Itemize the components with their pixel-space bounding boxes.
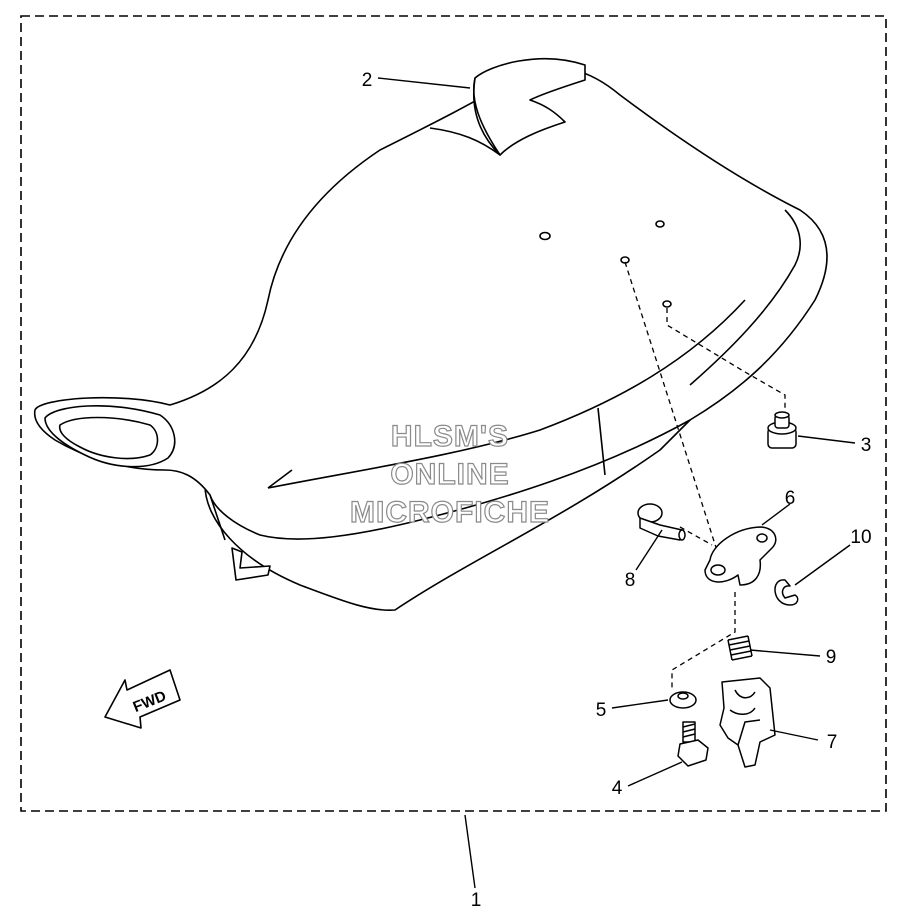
callout-6: 6 <box>785 488 796 509</box>
callout-3: 3 <box>861 435 872 456</box>
callout-1: 1 <box>471 890 482 911</box>
clip-part-10 <box>774 579 799 606</box>
lock-body-part-7 <box>719 677 776 768</box>
assembly-boundary <box>20 15 887 812</box>
callout-2: 2 <box>362 70 373 91</box>
forward-direction-arrow: FWD <box>104 669 181 729</box>
bolt-part-4 <box>677 721 709 767</box>
seat-bracket <box>231 547 271 581</box>
watermark-line-1: HLSM'S <box>391 420 509 453</box>
callout-numbers: 1 2 3 4 5 6 7 8 9 10 <box>362 70 872 911</box>
washer-part-5 <box>669 691 697 709</box>
seat-strap <box>472 57 586 156</box>
spring-part-9 <box>727 635 753 661</box>
watermark-line-3: MICROFICHE <box>350 496 550 529</box>
callout-7: 7 <box>827 732 838 753</box>
seat-assembly <box>33 57 828 612</box>
watermark-line-2: ONLINE <box>390 458 509 491</box>
watermark: HLSM'S ONLINE MICROFICHE <box>349 419 550 529</box>
callout-10: 10 <box>850 527 871 548</box>
bolt-part-8 <box>637 503 686 541</box>
callout-8: 8 <box>625 570 636 591</box>
leader-lines <box>377 77 856 889</box>
damper-part-3 <box>767 411 797 449</box>
callout-5: 5 <box>596 700 607 721</box>
alignment-lines <box>624 261 786 690</box>
hook-bracket-part-6 <box>704 526 777 586</box>
callout-4: 4 <box>612 778 623 799</box>
callout-9: 9 <box>826 647 837 668</box>
